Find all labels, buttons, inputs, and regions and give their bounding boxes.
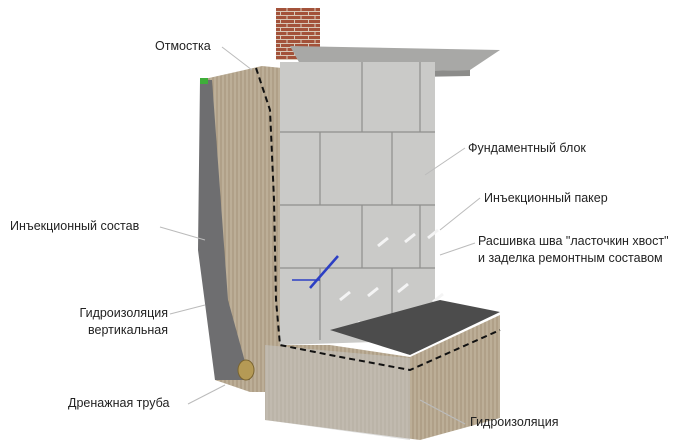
label-vertical-line1: Гидроизоляция — [79, 306, 168, 320]
packer-blue — [309, 255, 339, 289]
label-injection-packer: Инъекционный пакер — [484, 191, 608, 205]
drain-pipe-icon — [237, 359, 255, 381]
foundation-blocks — [280, 62, 435, 345]
label-waterproofing: Гидроизоляция — [470, 415, 559, 429]
label-drain-pipe: Дренажная труба — [68, 396, 170, 410]
floor-slab — [330, 300, 500, 355]
leader-lines — [159, 46, 481, 425]
vertical-waterproofing-layer — [198, 80, 250, 380]
injection-packers — [339, 228, 444, 332]
label-vertical-line2: вертикальная — [88, 323, 168, 337]
grass — [200, 78, 208, 84]
label-otmostka: Отмостка — [155, 39, 211, 53]
label-injection-compound: Инъекционный состав — [10, 219, 140, 233]
label-seam-line1: Расшивка шва "ласточкин хвост" — [478, 234, 669, 248]
label-seam-line2: и заделка ремонтным составом — [478, 251, 663, 265]
label-foundation-block: Фундаментный блок — [468, 141, 586, 155]
